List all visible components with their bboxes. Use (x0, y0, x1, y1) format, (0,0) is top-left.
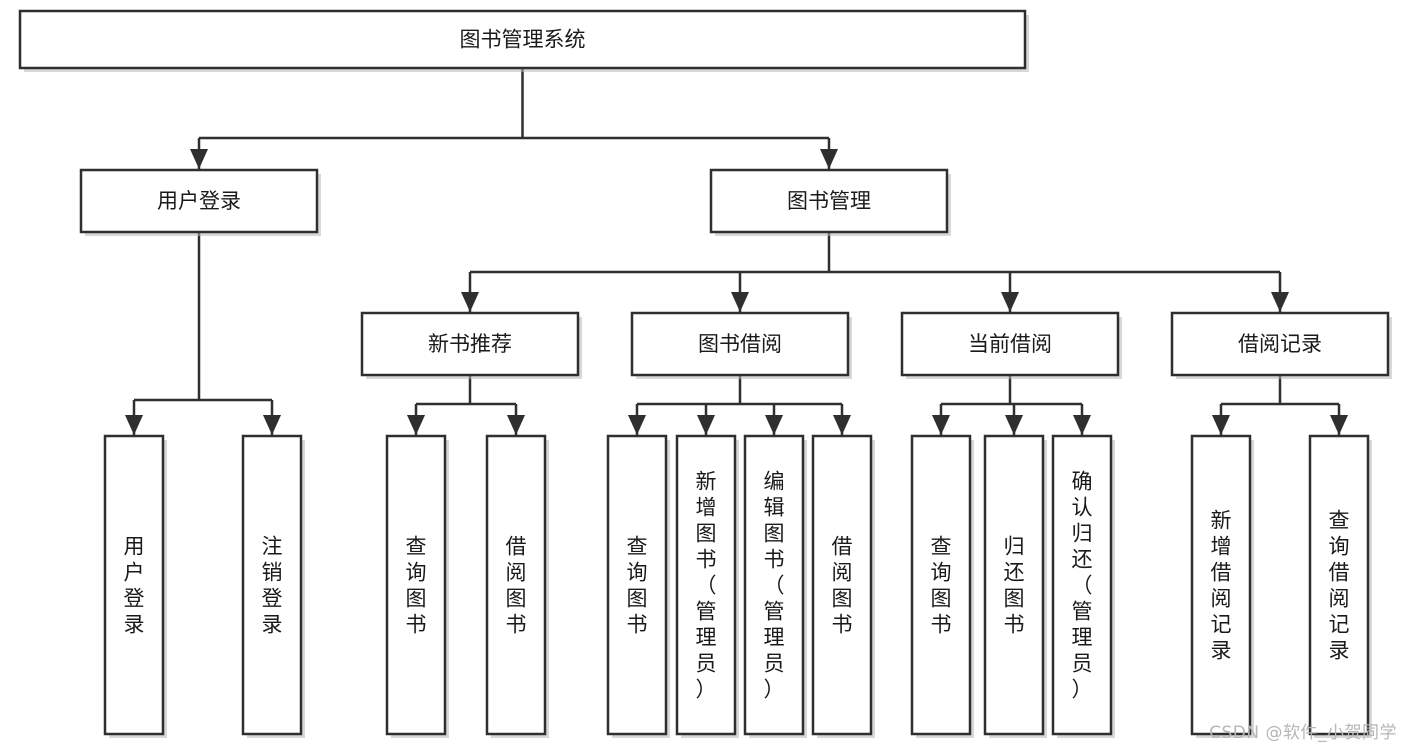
arrow-head (765, 415, 783, 435)
node-leaf-confirm-return[interactable]: 确认归还（管理员） (1051, 434, 1115, 738)
node-rect[interactable] (1170, 311, 1390, 377)
arrow-head (125, 415, 143, 435)
arrow-head (1005, 415, 1023, 435)
arrow-head (190, 149, 208, 169)
arrow-head (628, 415, 646, 435)
node-label: 借阅记录 (1238, 332, 1322, 356)
node-label: 用户登录 (124, 534, 145, 636)
node-label: 查询借阅记录 (1329, 508, 1350, 662)
node-leaf-query-record[interactable]: 查询借阅记录 (1308, 434, 1372, 738)
node-root[interactable]: 图书管理系统 (18, 9, 1029, 72)
node-label: 编辑图书（管理员） (764, 469, 785, 701)
node-label: 图书管理 (787, 189, 871, 213)
arrow-head (833, 415, 851, 435)
node-new-book-rec[interactable]: 新书推荐 (360, 311, 582, 379)
node-rect[interactable] (1190, 434, 1252, 736)
node-leaf-edit-book[interactable]: 编辑图书（管理员） (743, 434, 807, 738)
arrow-head (697, 415, 715, 435)
node-label: 查询图书 (627, 534, 648, 636)
arrow-head (731, 292, 749, 312)
arrow-head (1212, 415, 1230, 435)
node-label: 当前借阅 (968, 332, 1052, 356)
node-borrow-record[interactable]: 借阅记录 (1170, 311, 1392, 379)
node-rect[interactable] (709, 168, 949, 234)
arrow-head (820, 149, 838, 169)
arrow-head (407, 415, 425, 435)
node-user-login[interactable]: 用户登录 (79, 168, 321, 236)
node-rect[interactable] (630, 311, 850, 377)
node-label: 用户登录 (157, 189, 241, 213)
node-leaf-user-login[interactable]: 用户登录 (103, 434, 167, 738)
node-label: 图书管理系统 (460, 28, 586, 52)
node-rect[interactable] (103, 434, 165, 736)
node-leaf-query-book-2[interactable]: 查询图书 (606, 434, 670, 738)
arrow-head (1073, 415, 1091, 435)
node-boxes: 图书管理系统用户登录图书管理新书推荐图书借阅当前借阅借阅记录用户登录注销登录查询… (18, 9, 1392, 738)
node-rect[interactable] (811, 434, 873, 736)
node-leaf-add-book[interactable]: 新增图书（管理员） (675, 434, 739, 738)
node-label: 新书推荐 (428, 332, 512, 356)
node-rect[interactable] (983, 434, 1045, 736)
node-rect[interactable] (241, 434, 303, 736)
node-leaf-borrow-book-1[interactable]: 借阅图书 (485, 434, 549, 738)
node-leaf-query-book-3[interactable]: 查询图书 (910, 434, 974, 738)
node-rect[interactable] (79, 168, 319, 234)
arrow-head (507, 415, 525, 435)
node-rect[interactable] (360, 311, 580, 377)
node-label: 注销登录 (262, 534, 283, 636)
node-rect[interactable] (606, 434, 668, 736)
node-book-borrow[interactable]: 图书借阅 (630, 311, 852, 379)
node-rect[interactable] (1051, 434, 1113, 736)
node-label: 借阅图书 (506, 534, 527, 636)
csdn-watermark: CSDN @软件_小贺同学 (1209, 723, 1397, 743)
arrow-head (1001, 292, 1019, 312)
arrow-head (461, 292, 479, 312)
node-leaf-add-record[interactable]: 新增借阅记录 (1190, 434, 1254, 738)
node-label: 借阅图书 (832, 534, 853, 636)
arrow-head (1271, 292, 1289, 312)
arrow-head (932, 415, 950, 435)
node-label: 确认归还（管理员） (1072, 469, 1093, 701)
node-rect[interactable] (675, 434, 737, 736)
node-rect[interactable] (743, 434, 805, 736)
connector-lines (125, 68, 1348, 435)
arrow-head (263, 415, 281, 435)
node-book-manage[interactable]: 图书管理 (709, 168, 951, 236)
node-rect[interactable] (900, 311, 1120, 377)
node-rect[interactable] (385, 434, 447, 736)
node-label: 归还图书 (1004, 534, 1025, 636)
node-label: 新增借阅记录 (1211, 508, 1232, 662)
node-label: 查询图书 (931, 534, 952, 636)
node-label: 查询图书 (406, 534, 427, 636)
node-rect[interactable] (485, 434, 547, 736)
node-leaf-borrow-book-2[interactable]: 借阅图书 (811, 434, 875, 738)
node-label: 新增图书（管理员） (696, 469, 717, 701)
node-rect[interactable] (1308, 434, 1370, 736)
node-leaf-user-logout[interactable]: 注销登录 (241, 434, 305, 738)
node-current-borrow[interactable]: 当前借阅 (900, 311, 1122, 379)
node-label: 图书借阅 (698, 332, 782, 356)
node-rect[interactable] (910, 434, 972, 736)
arrow-head (1330, 415, 1348, 435)
node-rect[interactable] (18, 9, 1027, 70)
node-leaf-return-book[interactable]: 归还图书 (983, 434, 1047, 738)
node-leaf-query-book-1[interactable]: 查询图书 (385, 434, 449, 738)
